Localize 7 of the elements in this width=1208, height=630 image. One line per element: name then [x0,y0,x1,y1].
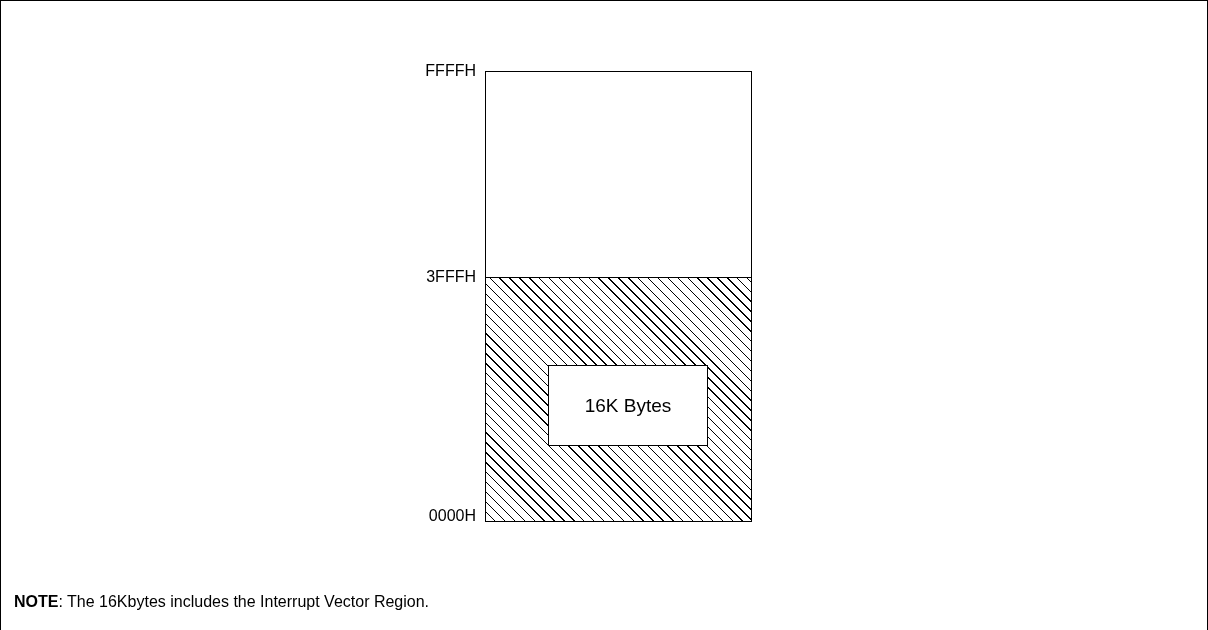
region-size: 16K Bytes [584,394,672,417]
address-label: 3FFFH [426,268,476,286]
note-text: NOTE: The 16Kbytes includes the Interrupt Vector Region. [14,593,430,611]
address-label: 0000H [428,507,476,525]
label-box [548,365,708,446]
hatched-memory-region [485,277,752,522]
address-label: FFFFH [425,62,476,80]
